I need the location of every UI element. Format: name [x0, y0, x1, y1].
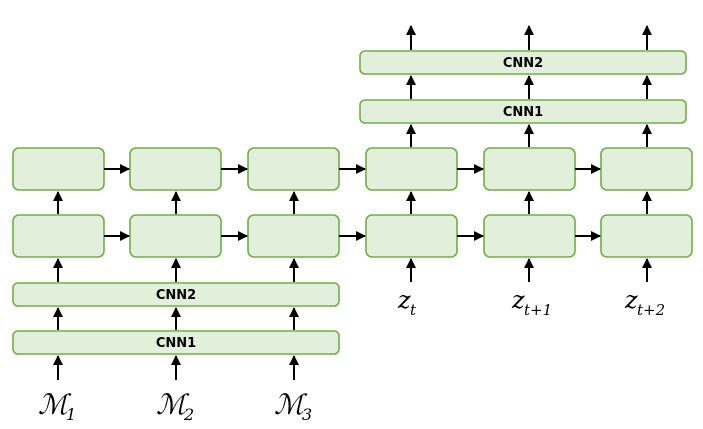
decoder-vertical-arrows: [406, 25, 652, 282]
svg-text:t+1: t+1: [524, 301, 552, 319]
decoder-lower-cell: [483, 214, 576, 258]
encoder-cnn2-label: CNN2: [156, 288, 196, 303]
encoder-upper-cell: [12, 147, 105, 191]
encoder-lower-cell: [129, 214, 222, 258]
encoder-lower-cell: [12, 214, 105, 258]
decoder-upper-cell: [483, 147, 576, 191]
decoder-cnn2-label: CNN2: [503, 56, 543, 71]
decoder-lower-cell: [600, 214, 693, 258]
svg-text:3: 3: [302, 405, 312, 424]
encoder-upper-cell: [247, 147, 340, 191]
decoder-lower-cell: [365, 214, 458, 258]
svg-text:t+2: t+2: [637, 301, 665, 319]
svg-text:ℳ: ℳ: [274, 388, 308, 421]
svg-text:z: z: [624, 286, 638, 314]
decoder-upper-cell: [365, 147, 458, 191]
encoder-cnn1-label: CNN1: [156, 336, 196, 351]
decoder-cnn1-block: [359, 99, 687, 124]
svg-text:t: t: [410, 301, 417, 319]
encoder-cnn1-block: [12, 330, 340, 355]
decoder-cnn1-label: CNN1: [503, 105, 543, 120]
svg-text:ℳ: ℳ: [156, 388, 190, 421]
decoder-input-zt1: z t+1: [511, 286, 552, 319]
decoder-input-zt: z t: [397, 286, 417, 319]
svg-text:2: 2: [183, 405, 194, 424]
svg-text:ℳ: ℳ: [38, 388, 72, 421]
encoder-input-m1: ℳ 1: [38, 388, 76, 424]
encoder-lower-cell: [247, 214, 340, 258]
decoder-upper-cell: [600, 147, 693, 191]
recurrence-arrows: [104, 164, 601, 241]
svg-text:1: 1: [66, 405, 76, 424]
encoder-vertical-arrows: [53, 191, 299, 380]
svg-text:z: z: [397, 286, 411, 314]
encoder-input-m2: ℳ 2: [156, 388, 194, 424]
svg-text:z: z: [511, 286, 525, 314]
decoder-cnn2-block: [359, 50, 687, 75]
encoder-cnn2-block: [12, 282, 340, 307]
decoder-input-zt2: z t+2: [624, 286, 665, 319]
encoder-input-m3: ℳ 3: [274, 388, 312, 424]
encoder-upper-cell: [129, 147, 222, 191]
